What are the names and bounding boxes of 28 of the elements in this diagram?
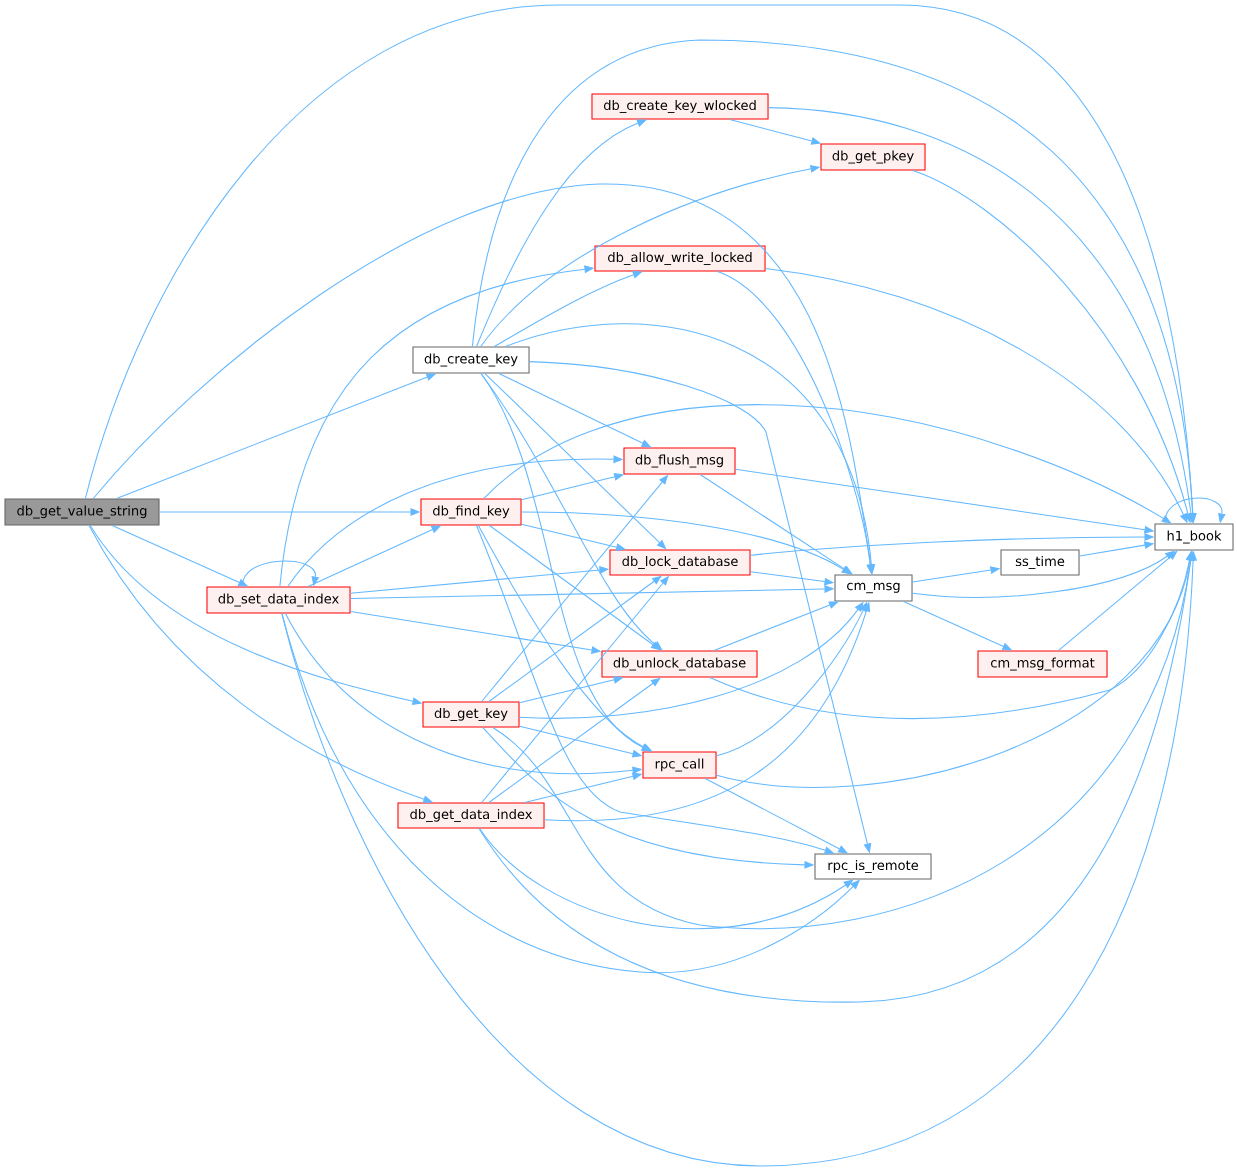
function-box: db_get_pkey	[820, 143, 926, 171]
function-box: db_get_key	[422, 701, 520, 728]
arrow	[489, 525, 661, 651]
arrow	[479, 828, 854, 929]
function-box: h1_book	[1154, 523, 1234, 551]
function-box: db_create_key	[412, 346, 530, 374]
arrow	[699, 474, 853, 575]
arrow	[241, 560, 320, 587]
arrow	[713, 601, 839, 651]
function-box: rpc_call	[642, 751, 717, 779]
arrow	[1164, 497, 1226, 524]
function-box: db_find_key	[420, 498, 522, 526]
function-box: rpc_is_remote	[814, 853, 932, 880]
arrow	[488, 677, 661, 803]
function-box: db_get_value_string	[4, 498, 160, 526]
function-box: db_create_key_wlocked	[591, 93, 769, 120]
function-box: db_unlock_database	[601, 650, 758, 678]
function-box: db_lock_database	[609, 549, 751, 576]
function-box: db_get_data_index	[397, 802, 545, 829]
arrow	[480, 373, 663, 651]
function-box: cm_msg	[834, 574, 913, 602]
function-box: cm_msg_format	[977, 650, 1108, 678]
function-box: ss_time	[1000, 549, 1080, 576]
function-box: db_set_data_index	[206, 586, 351, 614]
arrow	[1058, 550, 1178, 651]
arrow	[476, 119, 647, 347]
function-box: db_flush_msg	[623, 447, 736, 475]
function-box: db_allow_write_locked	[594, 245, 766, 272]
